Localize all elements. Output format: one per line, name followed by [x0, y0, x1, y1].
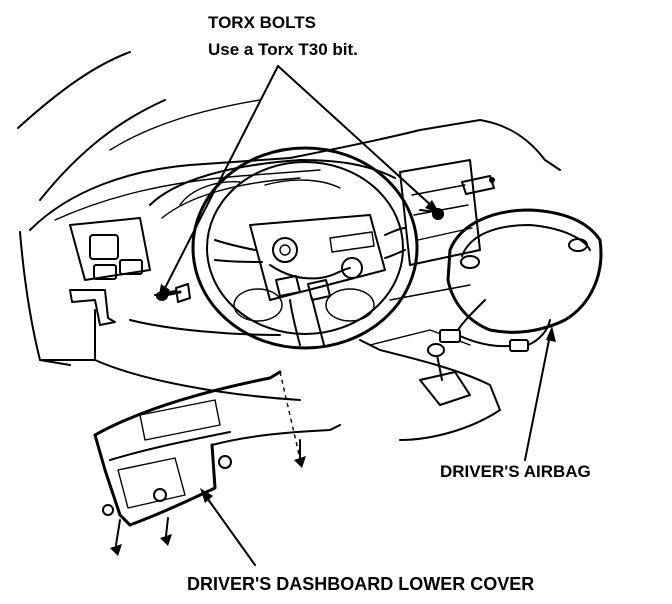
- torx-bolts-label: TORX BOLTS: [208, 13, 316, 32]
- callout-leaders: [158, 65, 556, 566]
- dashboard-lower: [94, 284, 501, 441]
- dashboard-lower-cover: [93, 370, 341, 527]
- windshield-pillar: [17, 51, 261, 201]
- dashboard-upper: [19, 119, 561, 366]
- drivers-airbag-label: DRIVER'S AIRBAG: [440, 462, 591, 481]
- steering-wheel: [191, 146, 419, 350]
- left-torx-bolt: [69, 283, 191, 326]
- torx-bit-note: Use a Torx T30 bit.: [208, 40, 358, 59]
- cover-screws: [110, 439, 306, 556]
- drivers-airbag-module: [439, 208, 603, 352]
- lower-cover-label: DRIVER'S DASHBOARD LOWER COVER: [187, 574, 534, 594]
